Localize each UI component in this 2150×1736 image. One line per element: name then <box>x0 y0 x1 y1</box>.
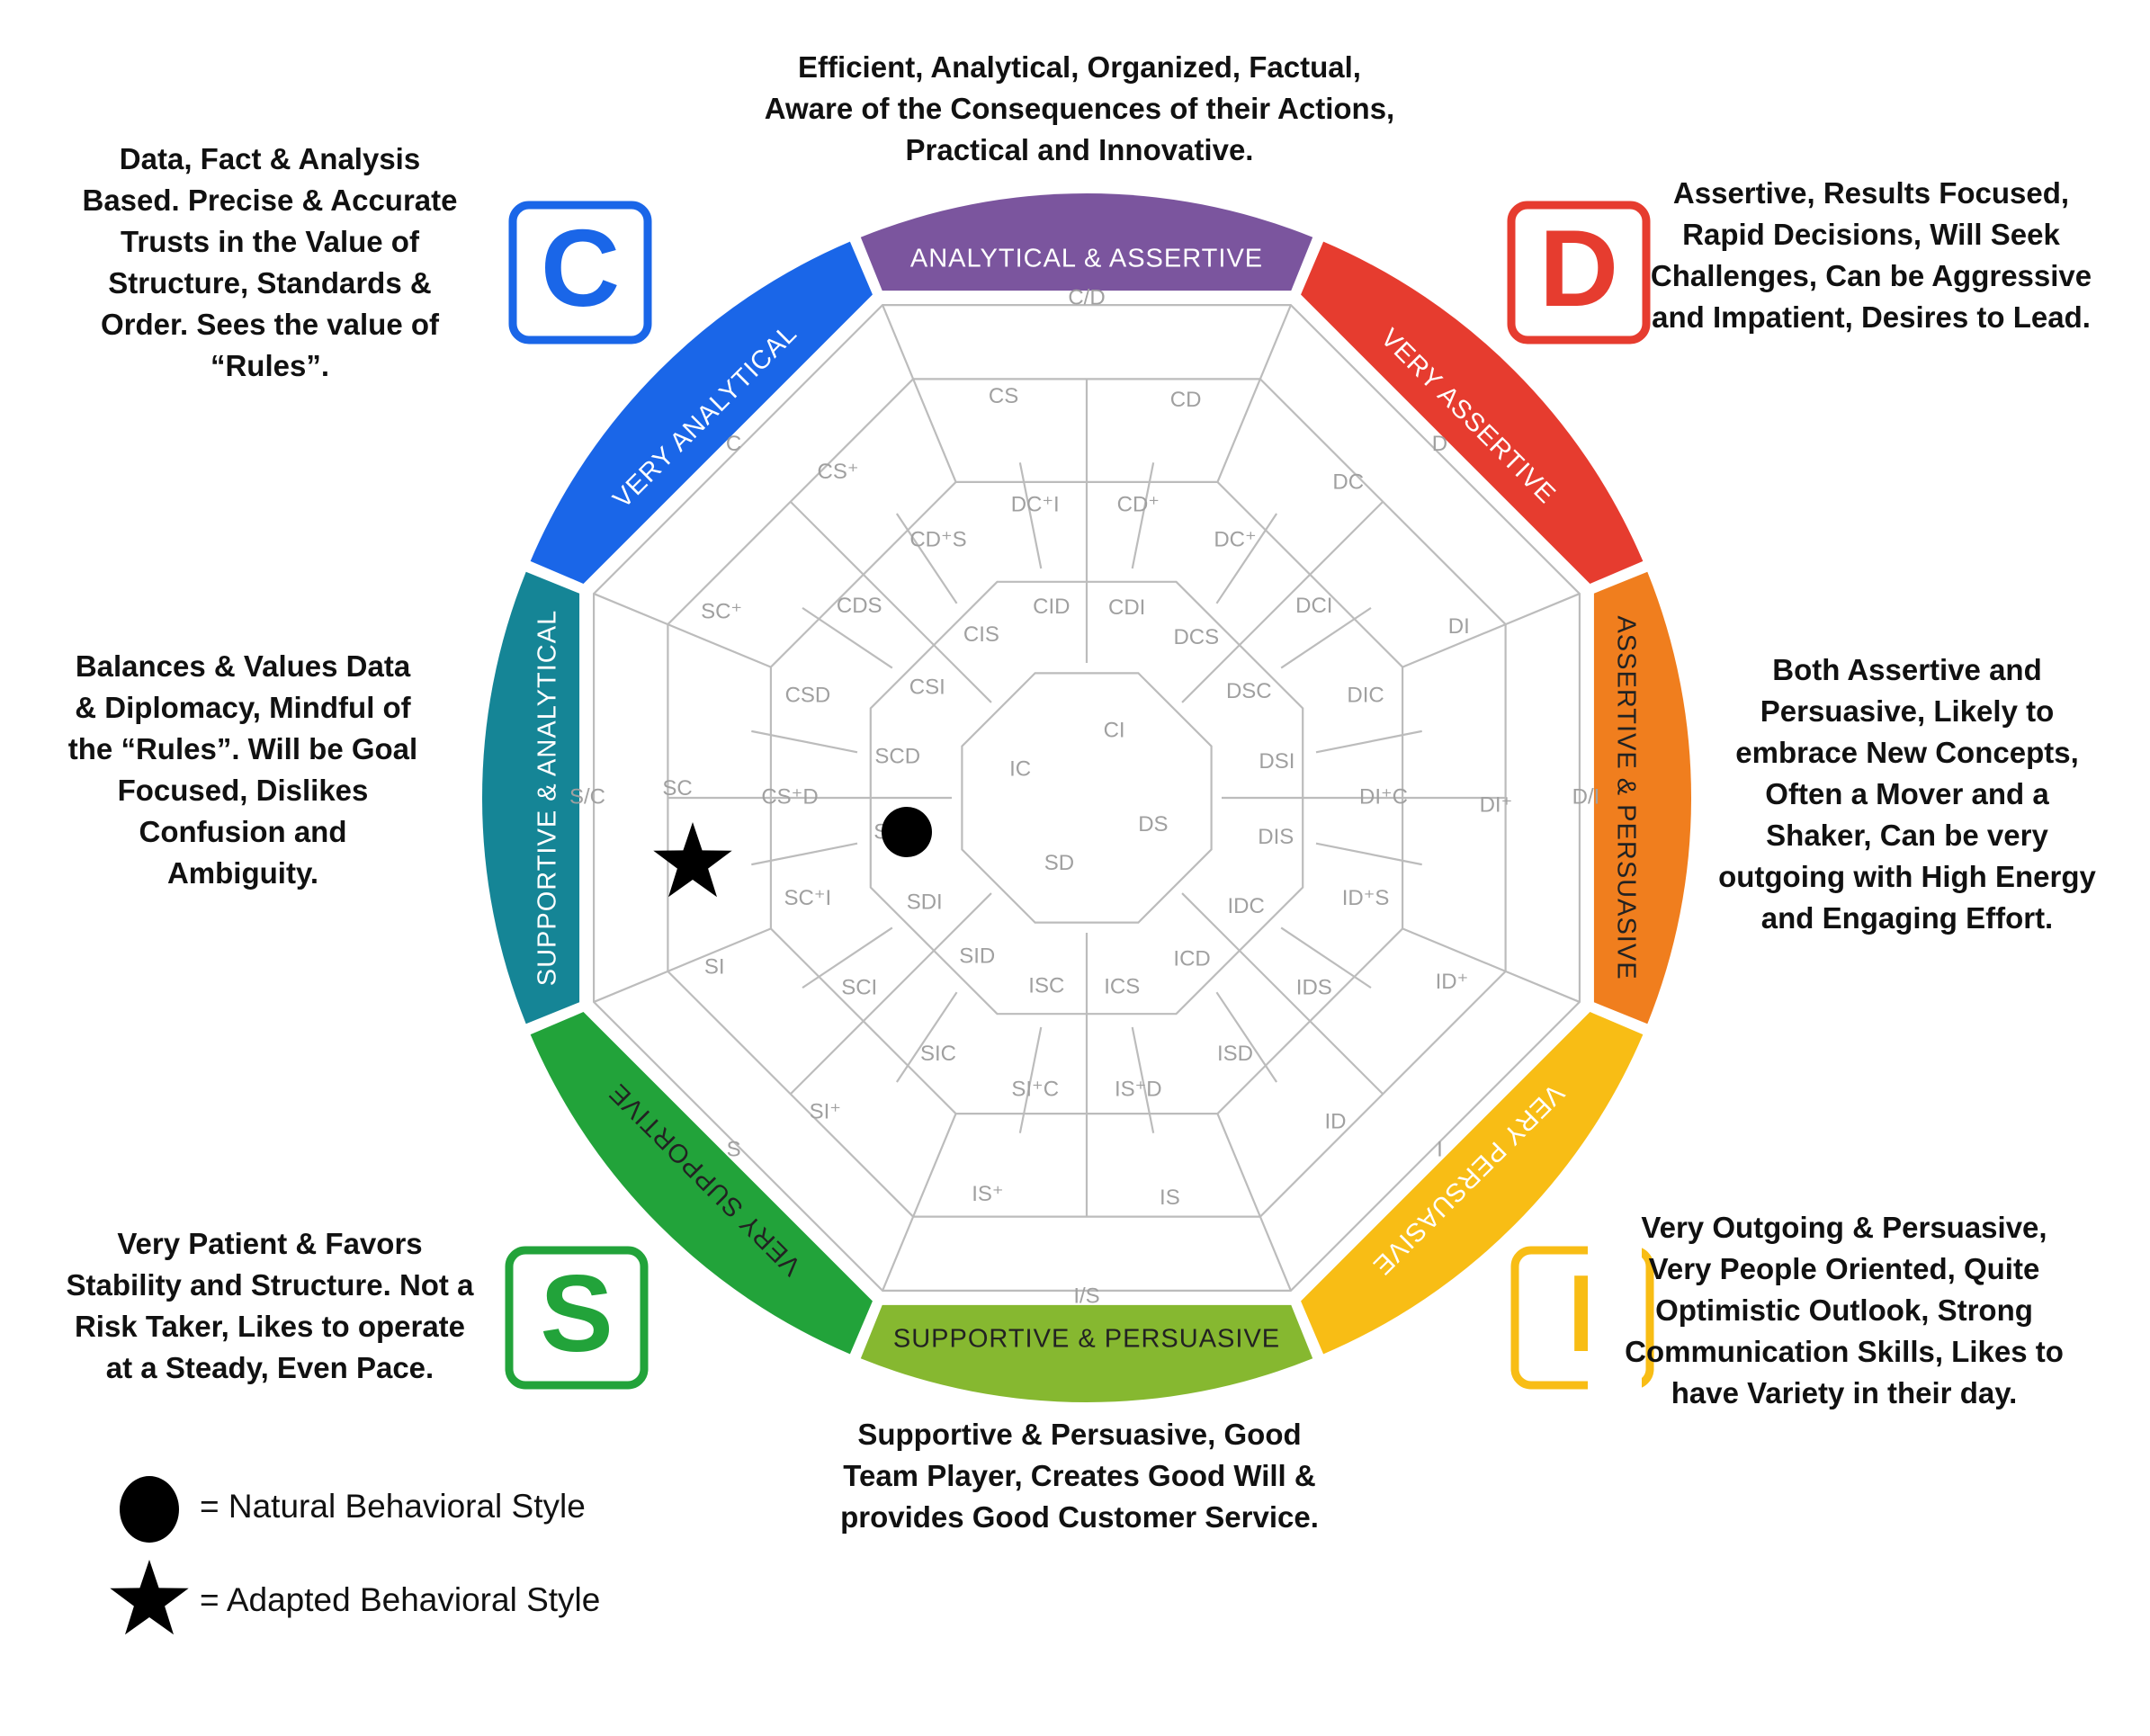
center-label-3: IC <box>1009 757 1031 782</box>
segment-0 <box>860 192 1313 291</box>
ring4-label-14: CIS <box>963 622 999 647</box>
center-label-1: DS <box>1138 812 1168 837</box>
segment-7 <box>530 241 873 584</box>
ring3-label-13: CS⁺D <box>761 784 818 809</box>
ring3-label-17: DC⁺I <box>1011 492 1060 516</box>
ring2-label-8: SI⁺ <box>810 1099 841 1123</box>
badge-s: S <box>505 1246 649 1390</box>
badge-letter-s: S <box>540 1252 613 1374</box>
ring2-label-7: IS⁺ <box>972 1182 1003 1206</box>
description-d: Assertive, Results Focused, Rapid Decisi… <box>1650 176 2092 334</box>
description-analytical-assertive: Efficient, Analytical, Organized, Factua… <box>764 50 1395 166</box>
outer-label-3: I <box>1437 1138 1443 1162</box>
ring4-label-7: ICS <box>1104 975 1140 999</box>
outer-label-2: D/I <box>1572 784 1600 809</box>
ring4-label-13: CSI <box>909 676 945 700</box>
segment-5 <box>530 1012 873 1355</box>
legend-adapted-label: = Adapted Behavioral Style <box>200 1581 601 1618</box>
ring3-label-0: CD⁺ <box>1117 492 1160 516</box>
segment-6 <box>482 571 580 1025</box>
ring4-label-6: ICD <box>1173 947 1210 971</box>
ring2-label-3: DI⁺ <box>1480 792 1513 817</box>
ring2-label-2: DI <box>1448 614 1470 639</box>
ring4-label-12: SCD <box>874 745 920 769</box>
grid-ring-4 <box>961 672 1213 924</box>
badge-d: D <box>1507 201 1651 345</box>
ring3-label-5: ID⁺S <box>1342 886 1390 910</box>
ring4-label-4: DIS <box>1258 825 1294 849</box>
badge-c: C <box>508 201 652 345</box>
badge-letter-d: D <box>1539 207 1618 329</box>
description-supportive-analytical: Balances & Values Data & Diplomacy, Mind… <box>67 649 418 890</box>
ring2-label-12: CS⁺ <box>817 460 858 484</box>
legend-star-icon <box>110 1560 189 1635</box>
center-label-0: CI <box>1104 718 1125 742</box>
outer-label-1: D <box>1432 432 1447 456</box>
ring3-label-6: IDS <box>1296 975 1332 999</box>
ring3-label-9: SI⁺C <box>1011 1077 1059 1101</box>
ring4-label-0: CDI <box>1108 595 1145 620</box>
description-i: Very Outgoing & Persuasive, Very People … <box>1625 1211 2064 1409</box>
outer-label-6: S/C <box>569 784 605 809</box>
ring2-label-0: CD <box>1170 388 1202 412</box>
ring4-label-8: ISC <box>1028 974 1064 998</box>
ring2-label-1: DC <box>1332 470 1364 494</box>
ring4-label-3: DSI <box>1259 749 1294 774</box>
segment-label-6: SUPPORTIVE & ANALYTICAL <box>533 610 561 987</box>
ring4-label-1: DCS <box>1173 625 1219 649</box>
ring4-label-15: CID <box>1033 595 1070 619</box>
description-s: Very Patient & Favors Stability and Stru… <box>66 1227 474 1384</box>
ring2-label-10: SC <box>662 776 692 801</box>
ring3-label-3: DIC <box>1347 683 1384 707</box>
badge-letter-c: C <box>541 207 620 329</box>
ring2-label-9: SI <box>704 955 725 980</box>
outer-label-7: C <box>726 432 741 456</box>
ring3-label-11: SCI <box>841 975 877 999</box>
outer-label-4: I/S <box>1073 1284 1099 1308</box>
grid-ring-3 <box>869 580 1304 1016</box>
ring2-label-5: ID <box>1325 1110 1347 1134</box>
ring2-label-13: CS <box>989 384 1018 408</box>
legend-circle-icon <box>120 1476 179 1543</box>
segment-label-2: ASSERTIVE & PERSUASIVE <box>1612 615 1641 980</box>
ring3-label-7: ISD <box>1217 1042 1253 1066</box>
segment-4 <box>860 1304 1313 1402</box>
ring2-label-4: ID⁺ <box>1436 970 1469 994</box>
segment-label-0: ANALYTICAL & ASSERTIVE <box>910 244 1263 273</box>
ring2-label-6: IS <box>1160 1186 1180 1210</box>
ring3-label-12: SC⁺I <box>784 886 832 910</box>
description-assertive-persuasive: Both Assertive and Persuasive, Likely to… <box>1718 653 2096 935</box>
description-supportive-persuasive: Supportive & Persuasive, Good Team Playe… <box>840 1418 1319 1534</box>
ring3-label-15: CDS <box>837 594 882 618</box>
legend-natural-label: = Natural Behavioral Style <box>200 1488 586 1525</box>
segment-3 <box>1301 1012 1644 1355</box>
inner-grid <box>592 304 1581 1293</box>
ring3-label-2: DCI <box>1295 594 1332 618</box>
segment-label-4: SUPPORTIVE & PERSUASIVE <box>893 1324 1280 1353</box>
natural-style-marker <box>882 807 932 857</box>
ring3-label-4: DI⁺C <box>1359 784 1408 809</box>
ring4-label-9: SID <box>959 944 995 969</box>
segment-2 <box>1593 571 1691 1025</box>
center-label-2: SD <box>1044 851 1074 875</box>
style-markers <box>110 807 932 1635</box>
grid-labels: C/D D D/I I I/S S S/C C CD DC DI DI⁺ ID⁺ ID IS IS⁺ SI⁺ SI… <box>569 285 1599 1308</box>
ring3-label-10: SIC <box>920 1042 956 1066</box>
ring3-label-8: IS⁺D <box>1115 1077 1162 1101</box>
outer-label-5: S <box>727 1138 741 1162</box>
outer-label-0: C/D <box>1068 285 1105 309</box>
ring3-label-1: DC⁺ <box>1214 528 1256 552</box>
ring4-label-5: IDC <box>1228 894 1265 918</box>
ring4-label-10: SDI <box>907 890 943 914</box>
ring3-label-16: CD⁺S <box>909 528 966 552</box>
adapted-style-marker <box>653 822 732 898</box>
ring4-label-2: DSC <box>1226 679 1272 703</box>
ring3-label-14: CSD <box>785 683 831 707</box>
description-c: Data, Fact & Analysis Based. Precise & A… <box>82 142 458 382</box>
segment-1 <box>1301 241 1644 584</box>
ring2-label-11: SC⁺ <box>701 600 742 624</box>
